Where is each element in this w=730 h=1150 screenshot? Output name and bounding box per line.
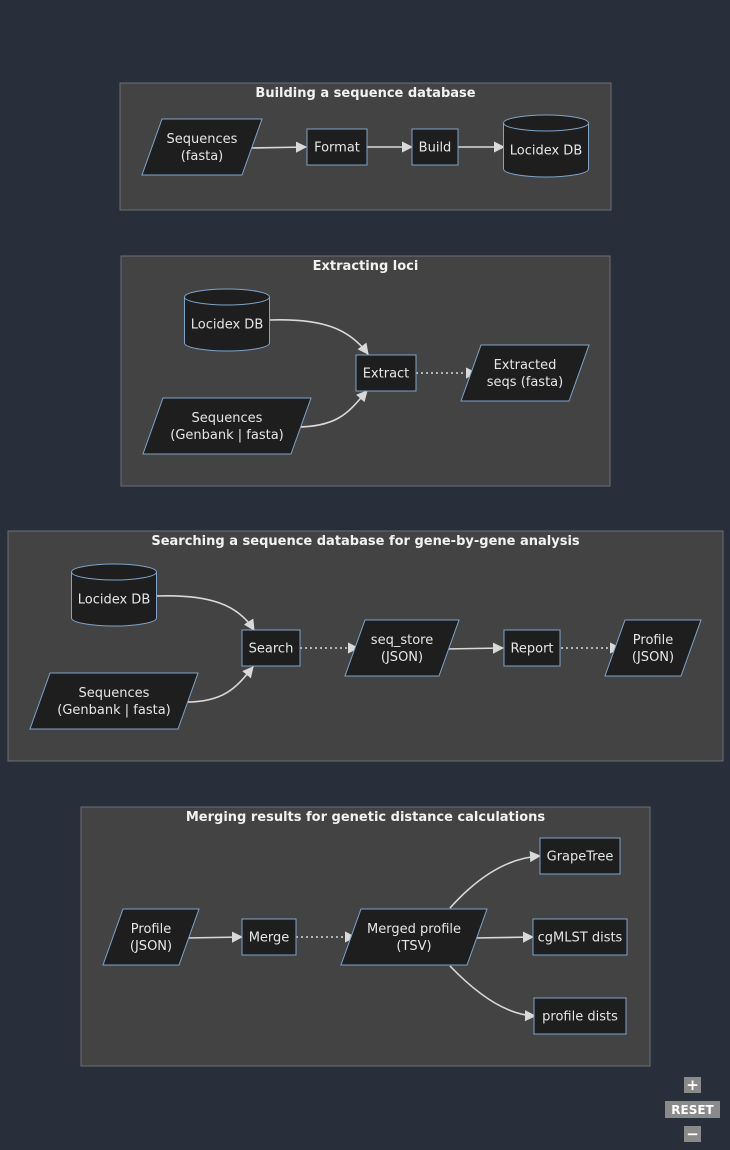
io-parallelogram bbox=[604, 619, 702, 677]
io-parallelogram bbox=[29, 672, 199, 730]
node-search-search[interactable]: Search bbox=[241, 629, 301, 667]
node-label: Extract bbox=[363, 367, 410, 382]
io-parallelogram bbox=[344, 619, 460, 677]
node-extract-locidex-db[interactable]: Locidex DB bbox=[184, 288, 270, 352]
process-box bbox=[411, 128, 459, 166]
node-search-locidex-db[interactable]: Locidex DB bbox=[71, 563, 157, 627]
process-box bbox=[241, 629, 301, 667]
node-search-seq-store[interactable]: seq_store (JSON) bbox=[344, 619, 460, 677]
io-parallelogram bbox=[142, 397, 312, 455]
edge-arrow bbox=[247, 141, 308, 153]
database-cylinder bbox=[503, 114, 589, 178]
edge-arrow bbox=[295, 390, 368, 428]
node-label: Extracted bbox=[494, 358, 557, 373]
process-box bbox=[532, 918, 628, 956]
node-label: cgMLST dists bbox=[538, 931, 623, 946]
node-label: Profile bbox=[633, 633, 673, 648]
node-label: Report bbox=[510, 642, 553, 657]
process-box bbox=[241, 918, 297, 956]
io-parallelogram bbox=[460, 344, 590, 402]
node-label: Search bbox=[249, 642, 294, 657]
node-label: Merged profile bbox=[367, 922, 461, 937]
database-cylinder-rim bbox=[184, 296, 270, 306]
node-extract-sequences[interactable]: Sequences (Genbank | fasta) bbox=[142, 397, 312, 455]
edge-arrow bbox=[472, 931, 535, 943]
edge-arrow bbox=[268, 319, 369, 355]
node-label: seqs (fasta) bbox=[487, 375, 563, 390]
cluster-title: Building a sequence database bbox=[255, 86, 475, 101]
node-label: Profile bbox=[131, 922, 171, 937]
database-cylinder bbox=[71, 563, 157, 627]
node-merge-merge[interactable]: Merge bbox=[241, 918, 297, 956]
process-box bbox=[533, 997, 627, 1035]
edge-arrow bbox=[184, 931, 244, 943]
edge-arrow bbox=[449, 965, 537, 1022]
node-label: Sequences bbox=[79, 686, 150, 701]
node-build-sequences[interactable]: Sequences (fasta) bbox=[141, 118, 263, 176]
database-cylinder bbox=[184, 288, 270, 352]
node-merge-merged-profile[interactable]: Merged profile (TSV) bbox=[340, 908, 488, 966]
cluster-title: Searching a sequence database for gene-b… bbox=[151, 534, 580, 549]
process-box bbox=[306, 128, 368, 166]
node-label: (TSV) bbox=[396, 939, 431, 954]
node-label: (JSON) bbox=[381, 650, 423, 665]
node-label: Locidex DB bbox=[78, 593, 151, 608]
database-cylinder-rim bbox=[503, 122, 589, 132]
io-parallelogram bbox=[102, 908, 200, 966]
node-extract-extracted[interactable]: Extracted seqs (fasta) bbox=[460, 344, 590, 402]
zoom-out-button[interactable]: − bbox=[684, 1125, 701, 1143]
node-label: Merge bbox=[249, 931, 290, 946]
zoom-in-button[interactable]: + bbox=[684, 1076, 701, 1094]
node-label: GrapeTree bbox=[547, 850, 614, 865]
node-merge-profile[interactable]: Profile (JSON) bbox=[102, 908, 200, 966]
io-parallelogram bbox=[141, 118, 263, 176]
node-label: (Genbank | fasta) bbox=[170, 428, 283, 443]
database-cylinder-rim bbox=[71, 571, 157, 581]
node-label: (JSON) bbox=[130, 939, 172, 954]
node-label: Locidex DB bbox=[191, 318, 264, 333]
edge-arrow bbox=[449, 850, 542, 909]
node-merge-cgmlst[interactable]: cgMLST dists bbox=[532, 918, 628, 956]
node-build-locidex-db[interactable]: Locidex DB bbox=[503, 114, 589, 178]
node-build-build[interactable]: Build bbox=[411, 128, 459, 166]
edge-arrow bbox=[155, 594, 255, 631]
node-extract-extract[interactable]: Extract bbox=[355, 354, 417, 392]
process-box bbox=[355, 354, 417, 392]
node-search-report[interactable]: Report bbox=[503, 629, 561, 667]
cluster-title: Extracting loci bbox=[313, 259, 419, 274]
reset-zoom-button[interactable]: RESET bbox=[665, 1101, 720, 1118]
node-label: Format bbox=[314, 141, 360, 156]
node-search-sequences[interactable]: Sequences (Genbank | fasta) bbox=[29, 672, 199, 730]
process-box bbox=[539, 837, 621, 875]
edge-arrow bbox=[443, 642, 505, 654]
edge-arrow bbox=[182, 666, 254, 703]
node-label: (Genbank | fasta) bbox=[57, 703, 170, 718]
io-parallelogram bbox=[340, 908, 488, 966]
node-merge-grapetree[interactable]: GrapeTree bbox=[539, 837, 621, 875]
cluster-title: Merging results for genetic distance cal… bbox=[186, 810, 546, 825]
node-search-profile[interactable]: Profile (JSON) bbox=[604, 619, 702, 677]
node-merge-profile-dists[interactable]: profile dists bbox=[533, 997, 627, 1035]
node-label: Sequences bbox=[192, 411, 263, 426]
node-label: Sequences bbox=[167, 132, 238, 147]
node-label: profile dists bbox=[542, 1010, 618, 1025]
node-label: Build bbox=[419, 141, 452, 156]
node-build-format[interactable]: Format bbox=[306, 128, 368, 166]
node-label: (JSON) bbox=[632, 650, 674, 665]
process-box bbox=[503, 629, 561, 667]
node-label: seq_store bbox=[371, 633, 433, 648]
node-label: Locidex DB bbox=[510, 144, 583, 159]
node-label: (fasta) bbox=[181, 149, 224, 164]
